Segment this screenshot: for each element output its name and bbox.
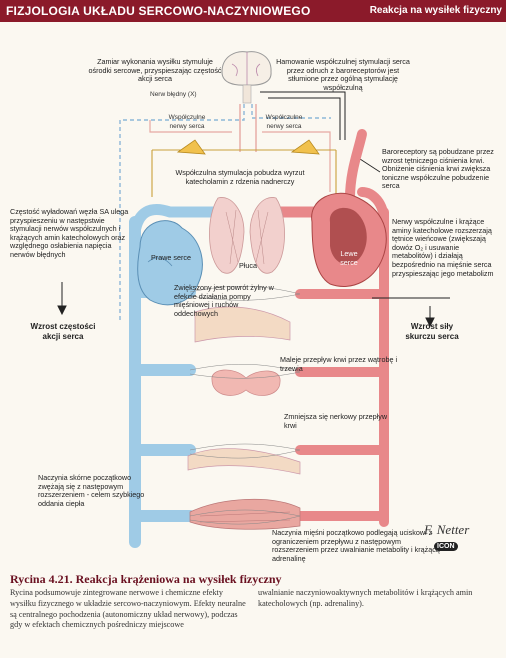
label-muscle-vessels: Naczynia mięśni początkowo podlegają uci… — [272, 528, 440, 563]
label-adrenal: Współczulna stymulacja pobudza wyrzut ka… — [175, 168, 305, 186]
label-skin-vessels: Naczynia skórne początkowo zwężają się z… — [38, 473, 145, 508]
label-heart-rate-increase: Wzrost częstości akcji serca — [30, 322, 96, 341]
figure: Zamiar wykonania wysiłku stymuluje ośrod… — [0, 22, 506, 567]
section-title: Reakcja na wysiłek fizyczny — [369, 5, 502, 16]
label-kidney-flow: Zmniejsza się nerkowy przepływ krwi — [284, 412, 388, 430]
page-header: FIZJOLOGIA UKŁADU SERCOWO-NACZYNIOWEGO R… — [0, 0, 506, 22]
publisher-badge: ICON — [434, 542, 458, 551]
brain-illustration — [221, 51, 272, 104]
artist-signature: F. Netter — [424, 522, 470, 537]
label-right-heart: Prawe serce — [151, 253, 191, 262]
caption-column-2: uwalnianie naczyniowoaktywnych metabolit… — [258, 588, 473, 608]
nerve-lines — [119, 91, 381, 322]
label-liver-flow: Maleje przepływ krwi przez wątrobę i trz… — [280, 355, 398, 373]
organ-kidney — [211, 369, 281, 396]
label-vagus: Nerw błędny (X) — [150, 91, 197, 98]
chapter-title: FIZJOLOGIA UKŁADU SERCOWO-NACZYNIOWEGO — [6, 4, 311, 18]
figure-caption-title: Rycina 4.21. Reakcja krążeniowa na wysił… — [10, 572, 282, 586]
lungs — [209, 197, 285, 274]
label-venous-return: Zwiększony jest powrót żylny w efekcie d… — [174, 283, 274, 318]
label-lungs: Płuca — [239, 261, 257, 270]
label-sympathetic-left: Współczulne nerwy serca — [168, 114, 206, 130]
adrenal-glands — [176, 139, 320, 155]
muscle-tissue — [189, 498, 301, 530]
label-coronary: Nerwy współczulne i krążące aminy katech… — [392, 217, 494, 278]
label-sa-node: Częstość wyładowań węzła SA ulega przysp… — [10, 207, 129, 259]
circulation-diagram — [57, 51, 450, 548]
label-sympathetic-right: Współczulne nerwy serca — [265, 114, 303, 130]
label-stroke-increase: Wzrost siły skurczu serca — [405, 322, 459, 341]
label-baroreceptors: Baroreceptory są pobudzane przez wzrost … — [382, 147, 494, 191]
skin-tissue — [187, 448, 301, 475]
capillary-beds — [189, 285, 301, 525]
organ-liver — [194, 306, 291, 343]
label-brain: Zamiar wykonania wysiłku stymuluje ośrod… — [88, 57, 222, 84]
label-baroreflex-top: Hamowanie współczulnej stymulacji serca … — [276, 57, 410, 92]
caption-column-1: Rycina podsumowuje zintegrowane nerwowe … — [10, 588, 246, 630]
left-heart — [311, 192, 387, 287]
label-left-heart: Lewe serce — [340, 249, 358, 267]
arrows — [57, 282, 450, 328]
right-heart — [137, 220, 203, 306]
